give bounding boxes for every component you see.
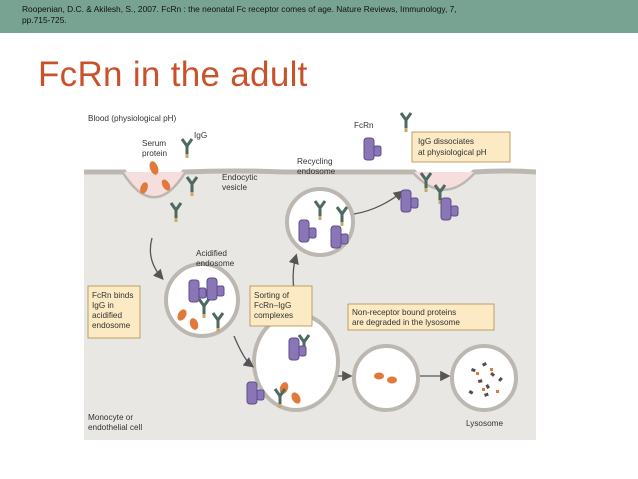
callout-binds <box>87 285 141 339</box>
label-fcrn: FcRn <box>354 121 374 130</box>
label-endocytic-2: vesicle <box>222 183 247 192</box>
serum-protein <box>387 376 397 384</box>
label-binds-1: FcRn binds <box>92 291 133 300</box>
label-endocytic-1: Endocytic <box>222 173 258 182</box>
serum-protein <box>291 392 301 404</box>
arrow-to-sorting <box>233 335 255 368</box>
callout-degraded <box>347 303 495 331</box>
citation-text: Roopenian, D.C. & Akilesh, S., 2007. FcR… <box>22 4 457 25</box>
label-degraded-2: are degraded in the lysosome <box>352 318 460 327</box>
callout-dissociates <box>411 131 511 163</box>
serum-protein <box>177 309 187 321</box>
label-binds-2: IgG in <box>92 301 114 310</box>
label-binds-3: acidified <box>92 311 122 320</box>
citation-bar <box>0 0 638 33</box>
fcrn-diagram: Blood (physiological pH) Serum protein I… <box>84 110 536 440</box>
serum-protein <box>161 179 171 191</box>
callout-sorting <box>249 285 313 327</box>
label-igg: IgG <box>194 131 207 140</box>
label-serum-2: protein <box>142 149 167 158</box>
serum-protein <box>140 182 148 194</box>
label-sorting-1: Sorting of <box>254 291 290 300</box>
label-monocyte-2: endothelial cell <box>88 423 142 432</box>
serum-protein <box>189 318 199 330</box>
label-acidified-2: endosome <box>196 259 235 268</box>
label-dissociates-1: IgG dissociates <box>418 137 474 146</box>
label-recycling-2: endosome <box>297 167 336 176</box>
label-lysosome: Lysosome <box>466 419 503 428</box>
label-sorting-2: FcRn–IgG <box>254 301 291 310</box>
lysosome <box>450 344 518 412</box>
label-degraded-1: Non-receptor bound proteins <box>352 308 456 317</box>
serum-protein <box>374 372 384 380</box>
label-dissociates-2: at physiological pH <box>418 148 487 157</box>
label-blood: Blood (physiological pH) <box>88 114 177 123</box>
label-monocyte-1: Monocyte or <box>88 413 133 422</box>
arrow-to-surface <box>353 190 405 215</box>
label-sorting-3: complexes <box>254 311 293 320</box>
acidified-endosome <box>164 262 240 338</box>
label-binds-4: endosome <box>92 321 131 330</box>
degraded-fragments <box>468 362 503 397</box>
label-acidified-1: Acidified <box>196 249 227 258</box>
degradation-vesicle <box>352 344 420 412</box>
serum-protein <box>149 161 159 175</box>
label-serum-1: Serum <box>142 139 166 148</box>
degraded-fragments-orange <box>476 368 499 393</box>
label-recycling-1: Recycling <box>297 157 333 166</box>
slide-title: FcRn in the adult <box>38 55 308 94</box>
arrow-to-acidified <box>149 237 164 280</box>
